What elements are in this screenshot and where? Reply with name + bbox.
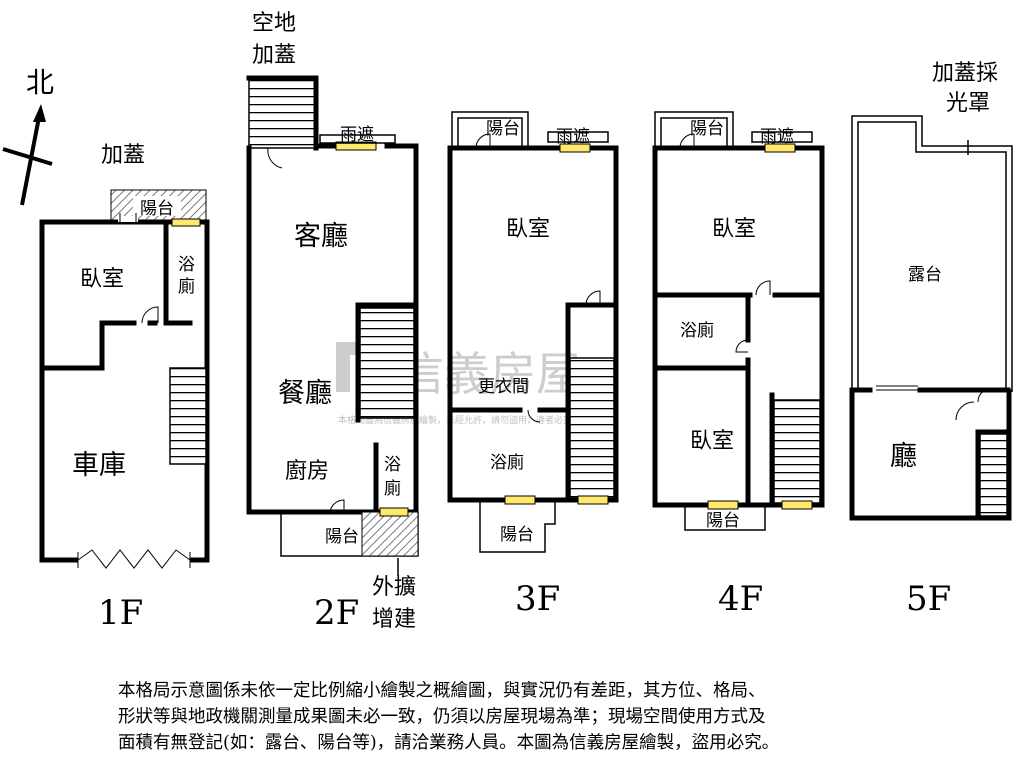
- f5-floor-label: 5F: [906, 579, 951, 619]
- f1-floor-label: 1F: [98, 593, 143, 633]
- f1-bath-label-2: 廁: [178, 276, 195, 297]
- f3-canopy-label: 雨遮: [556, 127, 590, 147]
- f4-bath-label: 浴廁: [680, 320, 714, 341]
- f2-canopy: [319, 134, 396, 144]
- f2-extension-label-2: 增建: [372, 607, 416, 632]
- f1-addon-label: 加蓋: [101, 143, 145, 168]
- disclaimer-line-2: 形狀等與地政機關測量成果圖未必一致，仍須以房屋現場為準；現場空間使用方式及: [118, 707, 766, 727]
- f3-floor-label: 3F: [515, 579, 560, 619]
- f2-dining-label: 餐廳: [278, 378, 332, 409]
- f3-balcony-top-label: 陽台: [486, 119, 520, 139]
- f1-garage-label: 車庫: [72, 450, 126, 481]
- f5-addon-label-1: 加蓋採: [932, 61, 998, 86]
- f1-bath-label-1: 浴: [178, 255, 195, 275]
- f4-bedroom-2-label: 臥室: [690, 429, 734, 454]
- f2-bath-label-2: 廁: [384, 478, 401, 499]
- disclaimer-line-1: 本格局示意圖係未依一定比例縮小繪製之概繪圖，與實況仍有差距，其方位、格局、: [118, 681, 766, 701]
- f2-living-label: 客廳: [294, 221, 348, 252]
- floor-5f: 加蓋採 光罩 露台 廳 5F: [849, 61, 1013, 619]
- floor-4f: 陽台 雨遮 臥室 浴廁 臥室 陽台 4F: [652, 111, 825, 619]
- floor-1f: 加蓋 陽台 臥室 浴 廁 車庫 1F: [39, 143, 210, 633]
- f4-balcony-top-label: 陽台: [690, 119, 724, 139]
- f4-stairs: [773, 399, 821, 504]
- f4-canopy-label: 雨遮: [760, 127, 794, 147]
- f2-stairs: [359, 307, 415, 419]
- floor-3f: 陽台 雨遮 臥室 更衣間 浴廁 陽台 3F: [447, 111, 619, 619]
- f5-addon-label-2: 光罩: [946, 91, 990, 116]
- f3-stairs: [569, 357, 615, 499]
- f1-balcony-label: 陽台: [140, 199, 174, 219]
- watermark-brand: 信義房屋: [398, 347, 582, 401]
- f2-floor-label: 2F: [314, 593, 359, 633]
- f2-balcony-label: 陽台: [325, 527, 359, 547]
- disclaimer-text: 本格局示意圖係未依一定比例縮小繪製之概繪圖，與實況仍有差距，其方位、格局、 形狀…: [118, 678, 958, 756]
- f2-extension-label-1: 外擴: [372, 575, 416, 600]
- f5-stairs: [979, 433, 1008, 517]
- f1-bedroom-label: 臥室: [80, 267, 124, 292]
- north-arrow: 北: [2, 66, 54, 206]
- f2-addon-label-1: 空地: [252, 11, 296, 36]
- f4-balcony-bottom-label: 陽台: [706, 511, 740, 531]
- f3-closet-label: 更衣間: [478, 377, 529, 397]
- f2-bath-label-1: 浴: [384, 455, 401, 475]
- f3-bedroom-label: 臥室: [506, 217, 550, 242]
- f1-balcony-clear: [133, 196, 181, 216]
- f2-addon-stairs: [248, 77, 317, 149]
- f5-terrace-label: 露台: [908, 265, 942, 285]
- f2-kitchen-label: 廚房: [285, 459, 329, 484]
- floor-2f: 空地 加蓋 雨遮 客廳 餐廳 廚房 浴 廁 陽台 外擴 增建 2F: [246, 11, 419, 633]
- f3-bath-label: 浴廁: [490, 452, 524, 473]
- f1-stairs: [169, 367, 207, 465]
- disclaimer-line-3: 面積有無登記(如：露台、陽台等)，請洽業務人員。本圖為信義房屋繪製，盜用必究。: [118, 733, 780, 753]
- f4-bedroom-1-label: 臥室: [712, 217, 756, 242]
- f2-canopy-label: 雨遮: [340, 125, 374, 145]
- north-label: 北: [26, 66, 54, 99]
- f3-balcony-bottom-label: 陽台: [500, 525, 534, 545]
- f5-hall-label: 廳: [890, 441, 917, 472]
- f2-addon-label-2: 加蓋: [252, 43, 296, 68]
- f4-floor-label: 4F: [718, 579, 763, 619]
